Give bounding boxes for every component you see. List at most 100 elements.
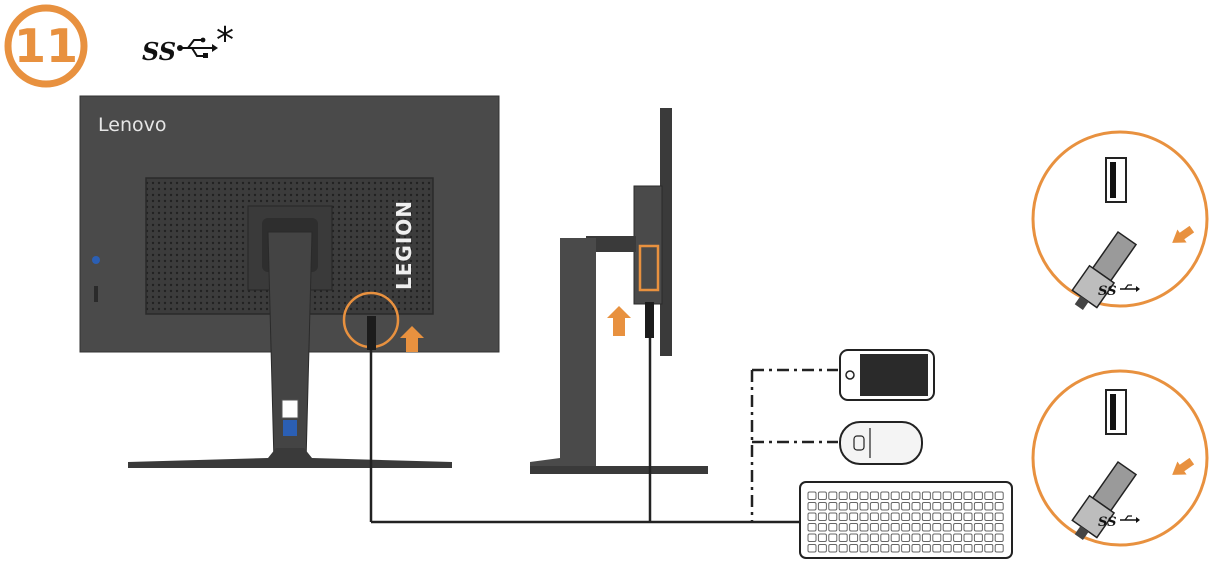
keyboard-key: [859, 533, 869, 542]
keyboard-key: [901, 533, 911, 542]
keyboard-key: [921, 523, 931, 532]
keyboard-key: [942, 491, 952, 500]
keyboard-key: [828, 533, 838, 542]
keyboard-key: [994, 523, 1004, 532]
keyboard-key: [880, 512, 890, 521]
keyboard-key: [890, 502, 900, 511]
keyboard-key: [859, 502, 869, 511]
keyboard-key: [901, 502, 911, 511]
keyboard-icon: [799, 481, 1013, 559]
keyboard-key: [817, 523, 827, 532]
keyboard-key: [817, 544, 827, 553]
keyboard-key: [838, 523, 848, 532]
keyboard-key: [849, 533, 859, 542]
keyboard-key: [869, 502, 879, 511]
usb-ss-label: SS: [142, 37, 176, 66]
keyboard-key: [869, 491, 879, 500]
keyboard-key: [994, 533, 1004, 542]
keyboard-key: [921, 512, 931, 521]
keyboard-key: [838, 533, 848, 542]
keyboard-key: [973, 512, 983, 521]
keyboard-key: [817, 533, 827, 542]
keyboard-key: [838, 491, 848, 500]
keyboard-key: [869, 512, 879, 521]
keyboard-key: [984, 491, 994, 500]
power-led: [92, 256, 100, 264]
usb-plug-icon: [1071, 230, 1138, 310]
usb-superspeed-icon: [1120, 515, 1140, 523]
keyboard-key: [994, 502, 1004, 511]
joystick-button: [94, 286, 98, 302]
keyboard-key: [828, 491, 838, 500]
keyboard-key: [953, 523, 963, 532]
keyboard-key: [901, 491, 911, 500]
keyboard-key: [807, 523, 817, 532]
keyboard-key: [817, 491, 827, 500]
keyboard-key: [859, 523, 869, 532]
keyboard-key: [890, 544, 900, 553]
keyboard-key: [911, 491, 921, 500]
keyboard-key: [953, 533, 963, 542]
keyboard-key: [984, 533, 994, 542]
optional-device-connections: [750, 368, 838, 522]
keyboard-key: [973, 502, 983, 511]
keyboard-key: [963, 502, 973, 511]
keyboard-key: [911, 502, 921, 511]
usb-plug-side: [645, 302, 654, 338]
keyboard-key: [859, 544, 869, 553]
keyboard-key: [849, 512, 859, 521]
keyboard-key: [838, 512, 848, 521]
usb-plug-rear: [367, 316, 376, 350]
keyboard-key: [838, 544, 848, 553]
keyboard-key: [911, 544, 921, 553]
keyboard-key: [932, 512, 942, 521]
keyboard-key: [973, 491, 983, 500]
insert-arrow-side-icon: [607, 306, 631, 336]
usb-superspeed-header: SS *: [142, 20, 234, 66]
step-number: 11: [14, 19, 78, 73]
usb-cables: [369, 338, 800, 524]
keyboard-key: [911, 512, 921, 521]
keyboard-key: [901, 544, 911, 553]
keyboard-key: [984, 523, 994, 532]
keyboard-key: [911, 523, 921, 532]
keyboard-key: [963, 533, 973, 542]
keyboard-key: [942, 544, 952, 553]
keyboard-key: [973, 523, 983, 532]
keyboard-key: [932, 523, 942, 532]
keyboard-key: [828, 502, 838, 511]
keyboard-key: [890, 491, 900, 500]
keyboard-key: [942, 533, 952, 542]
keyboard-key: [880, 544, 890, 553]
keyboard-key: [807, 491, 817, 500]
keyboard-key: [849, 502, 859, 511]
keyboard-key: [921, 533, 931, 542]
keyboard-key: [932, 502, 942, 511]
keyboard-key: [869, 544, 879, 553]
keyboard-key: [984, 544, 994, 553]
usb-superspeed-icon: [1120, 284, 1140, 292]
keyboard-key: [849, 491, 859, 500]
keyboard-key: [921, 491, 931, 500]
keyboard-key: [984, 512, 994, 521]
keyboard-key: [807, 533, 817, 542]
usb-ss-label-bottom: SS: [1098, 515, 1117, 530]
step-number-badge: 11: [4, 4, 88, 88]
keyboard-key: [880, 502, 890, 511]
keyboard-key: [828, 512, 838, 521]
usb-port-highlight-side: [638, 244, 660, 292]
keyboard-key: [828, 544, 838, 553]
keyboard-key: [942, 512, 952, 521]
monitor-side-view: [530, 108, 708, 474]
keyboard-key: [828, 523, 838, 532]
keyboard-key: [901, 523, 911, 532]
keyboard-key: [869, 533, 879, 542]
keyboard-key: [953, 502, 963, 511]
smartphone-icon: [839, 349, 935, 401]
keyboard-key: [807, 544, 817, 553]
usb-plug-icon: [1071, 460, 1138, 540]
monitor-rear-view: Lenovo LEGION: [79, 95, 500, 468]
keyboard-key: [953, 544, 963, 553]
usb-insert-detail-top: SS: [1031, 130, 1209, 310]
